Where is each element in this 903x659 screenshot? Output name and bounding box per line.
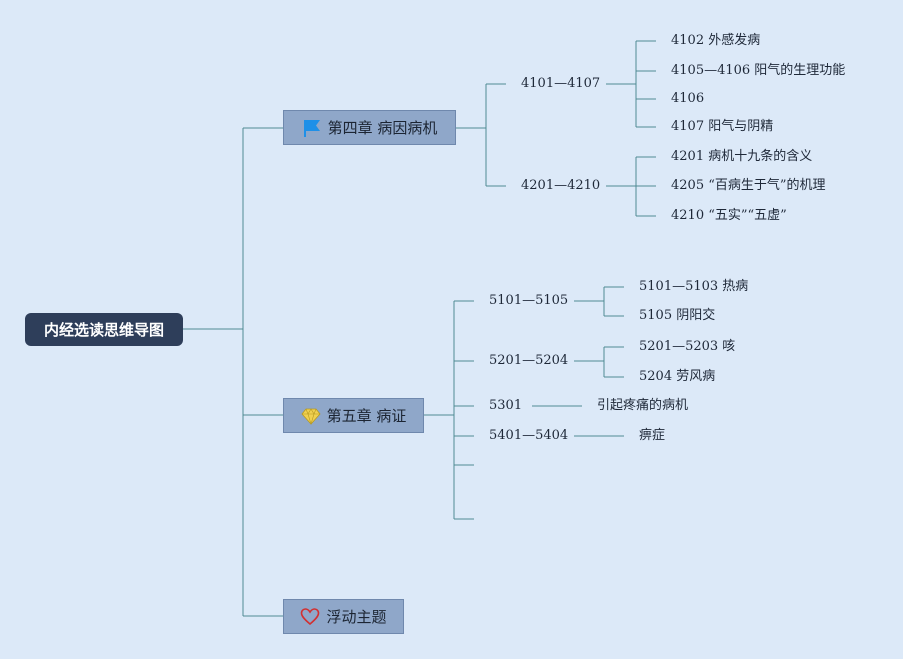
topic-label: 第五章 病证 [326, 407, 407, 425]
leaf-4210[interactable]: 4210 “五实”“五虚” [671, 208, 787, 223]
topic-label: 浮动主题 [326, 608, 387, 626]
leaf-4201[interactable]: 4201 病机十九条的含义 [671, 149, 813, 164]
root-title: 内经选读思维导图 [43, 321, 164, 339]
leaf-4205[interactable]: 4205 “百病生于气”的机理 [671, 178, 826, 193]
leaf-5201[interactable]: 5201—5203 咳 [639, 339, 736, 354]
topic-floating[interactable]: 浮动主题 [283, 599, 404, 634]
topic-label: 第四章 病因病机 [327, 119, 438, 137]
leaf-4107[interactable]: 4107 阳气与阴精 [671, 119, 774, 134]
subtopic-5201-5204[interactable]: 5201—5204 [489, 353, 569, 368]
leaf-4102[interactable]: 4102 外感发病 [671, 33, 761, 48]
subtopic-5101-5105[interactable]: 5101—5105 [489, 293, 569, 308]
leaf-5401[interactable]: 痹症 [639, 428, 666, 443]
flag-icon [302, 118, 322, 138]
leaf-5101[interactable]: 5101—5103 热病 [639, 279, 749, 294]
leaf-5105[interactable]: 5105 阴阳交 [639, 308, 716, 323]
topic-chapter-4[interactable]: 第四章 病因病机 [283, 110, 456, 145]
leaf-5301[interactable]: 引起疼痛的病机 [597, 398, 689, 413]
heart-icon [300, 607, 320, 627]
topic-chapter-5[interactable]: 第五章 病证 [283, 398, 424, 433]
subtopic-5401-5404[interactable]: 5401—5404 [489, 428, 569, 443]
diamond-icon [301, 406, 321, 426]
leaf-4105[interactable]: 4105—4106 阳气的生理功能 [671, 63, 846, 78]
subtopic-5301[interactable]: 5301 [489, 398, 523, 413]
leaf-4106[interactable]: 4106 [671, 91, 705, 106]
leaf-5204[interactable]: 5204 劳风病 [639, 369, 716, 384]
subtopic-4201-4210[interactable]: 4201—4210 [521, 178, 601, 193]
subtopic-4101-4107[interactable]: 4101—4107 [521, 76, 601, 91]
root-topic[interactable]: 内经选读思维导图 [25, 313, 183, 346]
